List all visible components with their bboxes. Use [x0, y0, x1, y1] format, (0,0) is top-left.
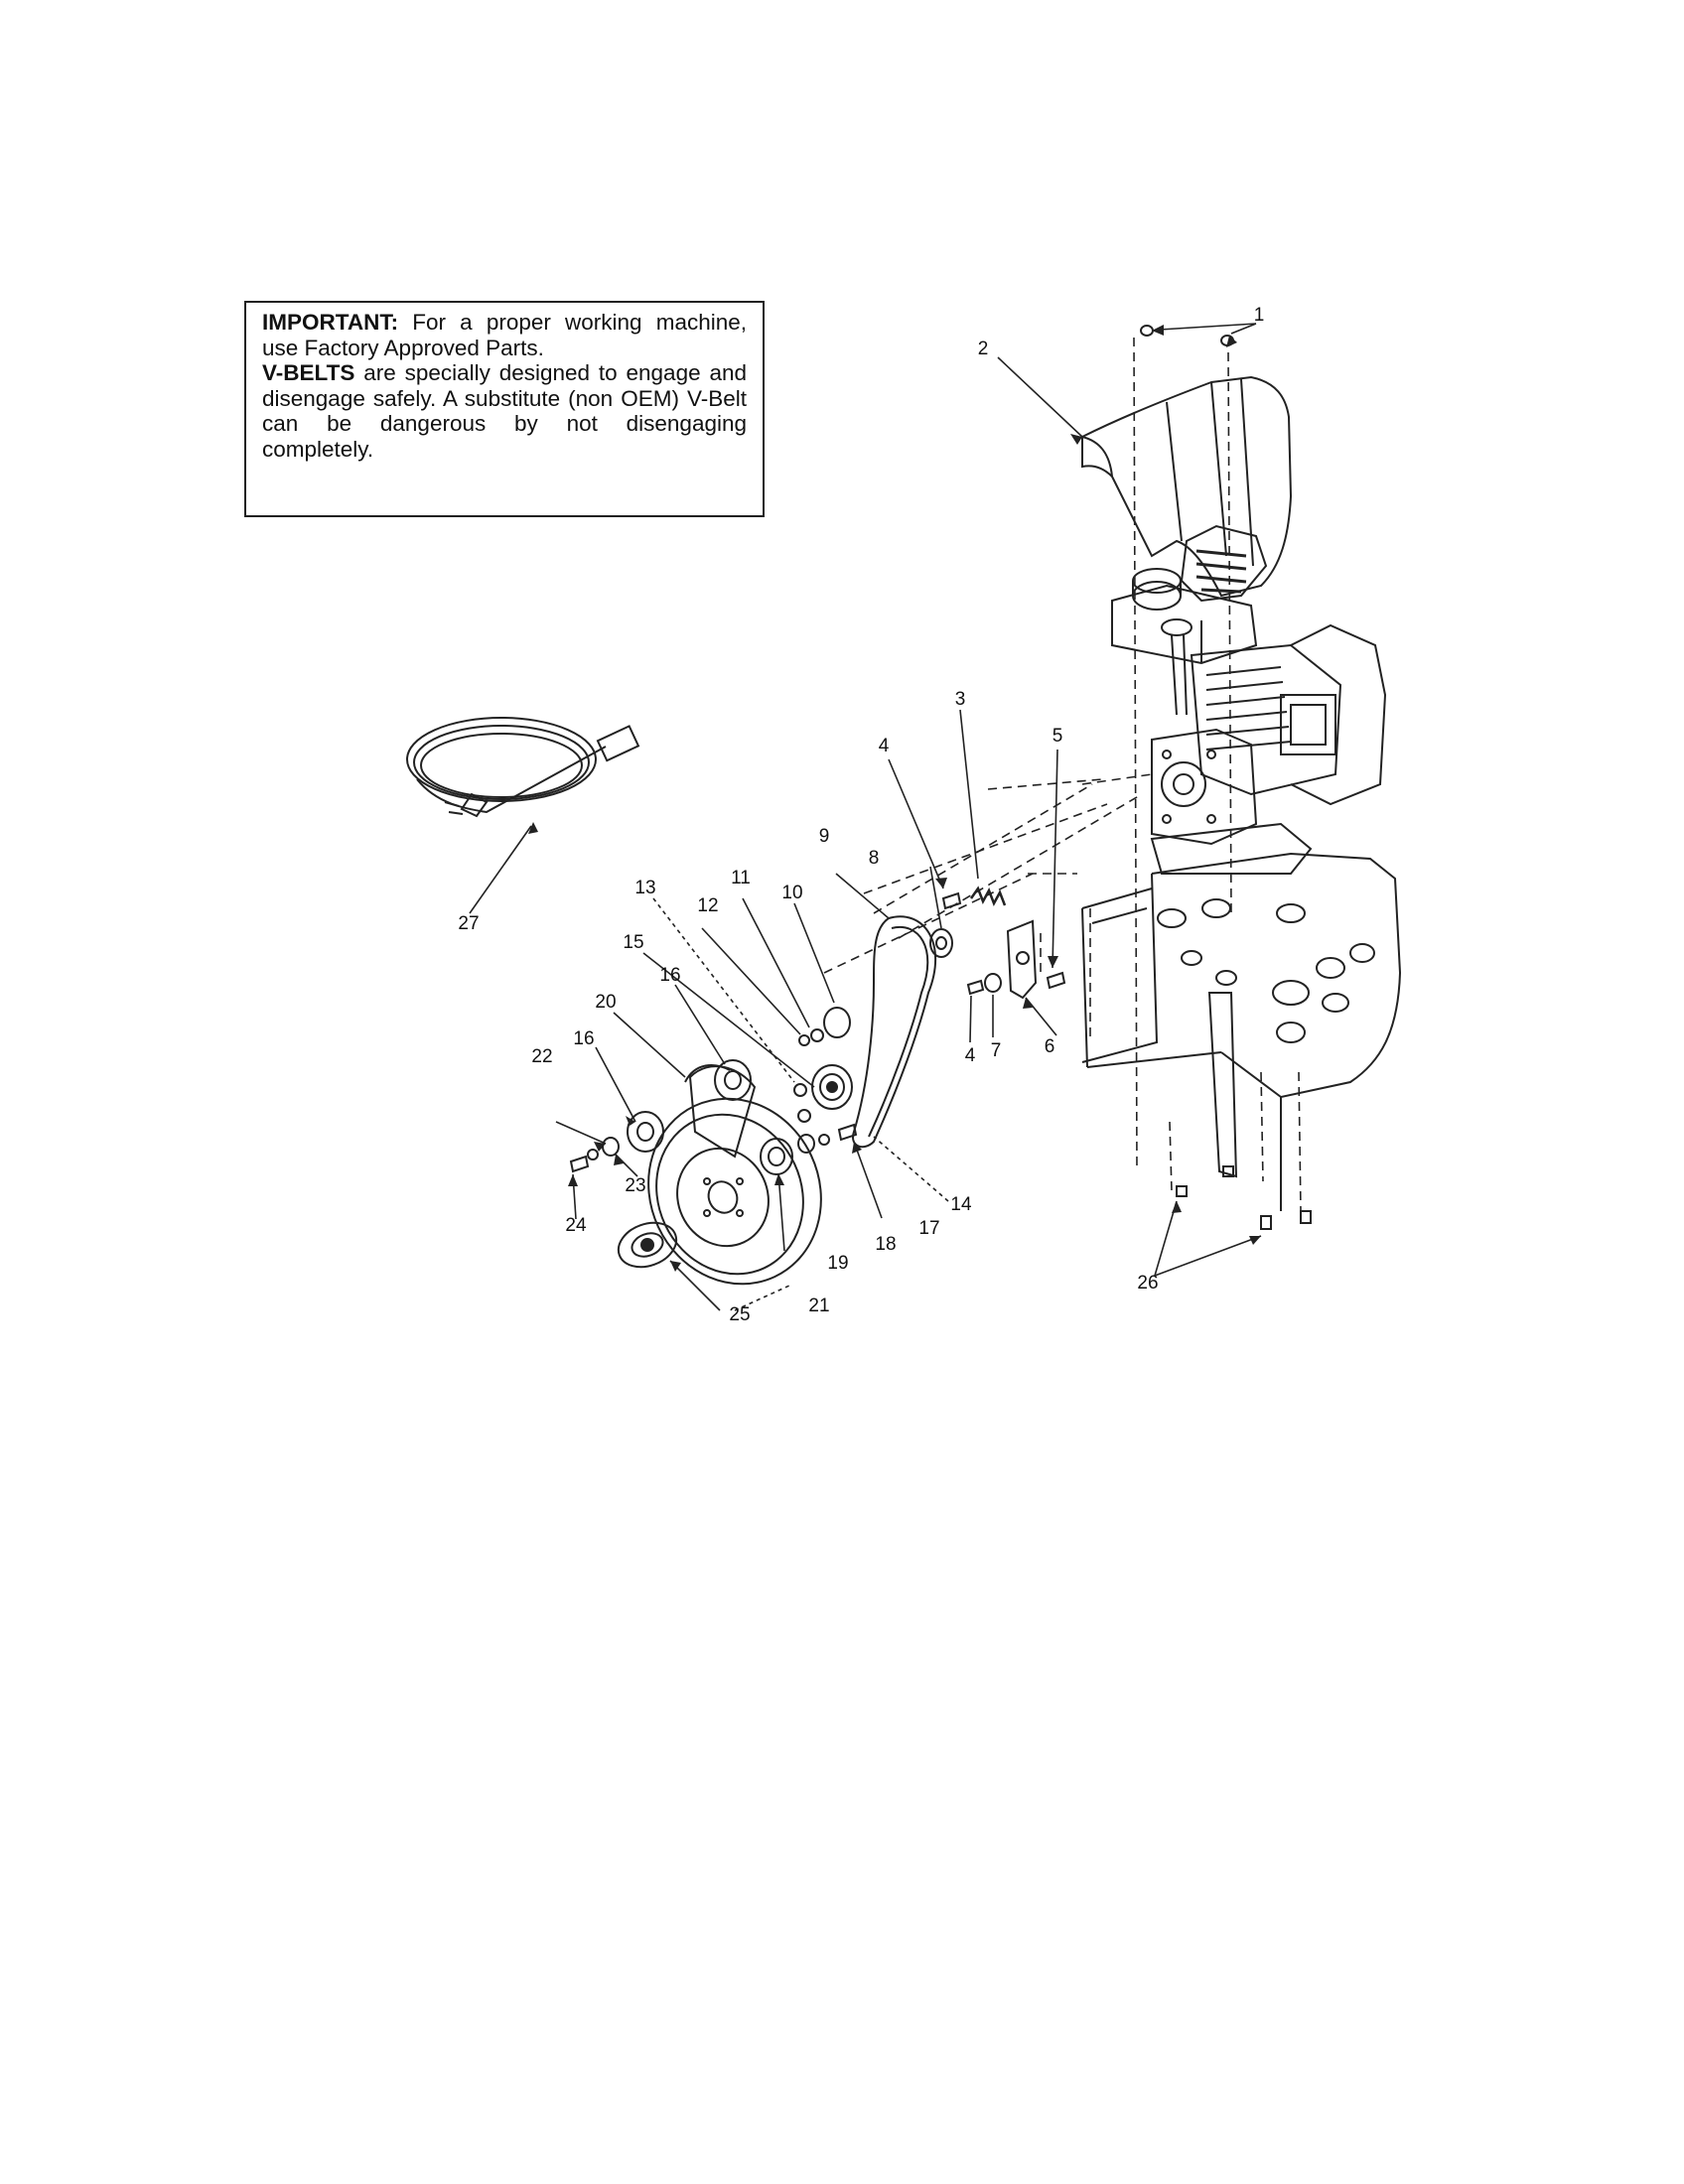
drive-belt-lower — [684, 1064, 757, 1159]
auger-housing-frame — [1081, 852, 1402, 1211]
part-label-1: 1 — [1254, 305, 1265, 326]
small-hardware — [569, 325, 1312, 1230]
part-label-16-top: 16 — [659, 965, 680, 986]
part-label-21: 21 — [808, 1296, 829, 1316]
part-label-18: 18 — [875, 1234, 896, 1255]
part-label-11: 11 — [731, 868, 751, 888]
part-label-4-top: 4 — [879, 736, 890, 756]
part-label-26: 26 — [1137, 1273, 1158, 1294]
part-label-27: 27 — [458, 913, 479, 934]
part-label-24: 24 — [565, 1215, 587, 1236]
part-label-6: 6 — [1045, 1036, 1055, 1057]
part-label-16-lower: 16 — [573, 1028, 594, 1049]
part-label-9: 9 — [819, 826, 830, 847]
alignment-lines — [823, 337, 1302, 1212]
part-label-23: 23 — [625, 1175, 645, 1196]
vbelts-text: are specially designed to engage and dis… — [262, 360, 747, 462]
part-label-14: 14 — [950, 1194, 972, 1215]
part-label-8: 8 — [869, 848, 880, 869]
part-label-19: 19 — [827, 1253, 848, 1274]
auger-pulley — [647, 1097, 822, 1286]
important-text: For a proper working machine, use Factor… — [262, 310, 747, 360]
engine — [1111, 524, 1387, 875]
notice-text: IMPORTANT: For a proper working machine,… — [262, 310, 747, 462]
pulley-25 — [617, 1221, 678, 1269]
part-label-7: 7 — [991, 1040, 1002, 1061]
engine-shroud — [1081, 375, 1293, 598]
part-label-15: 15 — [623, 932, 643, 953]
part-label-4-lower: 4 — [965, 1045, 976, 1066]
part-number-labels: 1 2 3 4 5 8 9 10 11 12 13 15 16 20 16 22… — [458, 305, 1264, 1325]
part-label-25: 25 — [729, 1304, 750, 1325]
important-label: IMPORTANT: — [262, 310, 399, 335]
power-cord — [406, 717, 640, 818]
arrowheads — [528, 325, 1261, 1272]
vbelts-label: V-BELTS — [262, 360, 355, 385]
leader-lines — [469, 323, 1262, 1311]
important-notice-box: IMPORTANT: For a proper working machine,… — [244, 301, 765, 517]
part-label-10: 10 — [781, 883, 802, 903]
part-label-13: 13 — [634, 878, 655, 898]
part-label-2: 2 — [978, 339, 989, 359]
part-label-20: 20 — [595, 992, 616, 1013]
part-label-22: 22 — [531, 1046, 552, 1067]
part-label-17: 17 — [918, 1218, 939, 1239]
part-label-12: 12 — [697, 895, 718, 916]
drive-belt-upper — [852, 915, 937, 1149]
part-label-5: 5 — [1052, 726, 1063, 747]
part-label-3: 3 — [955, 689, 966, 710]
